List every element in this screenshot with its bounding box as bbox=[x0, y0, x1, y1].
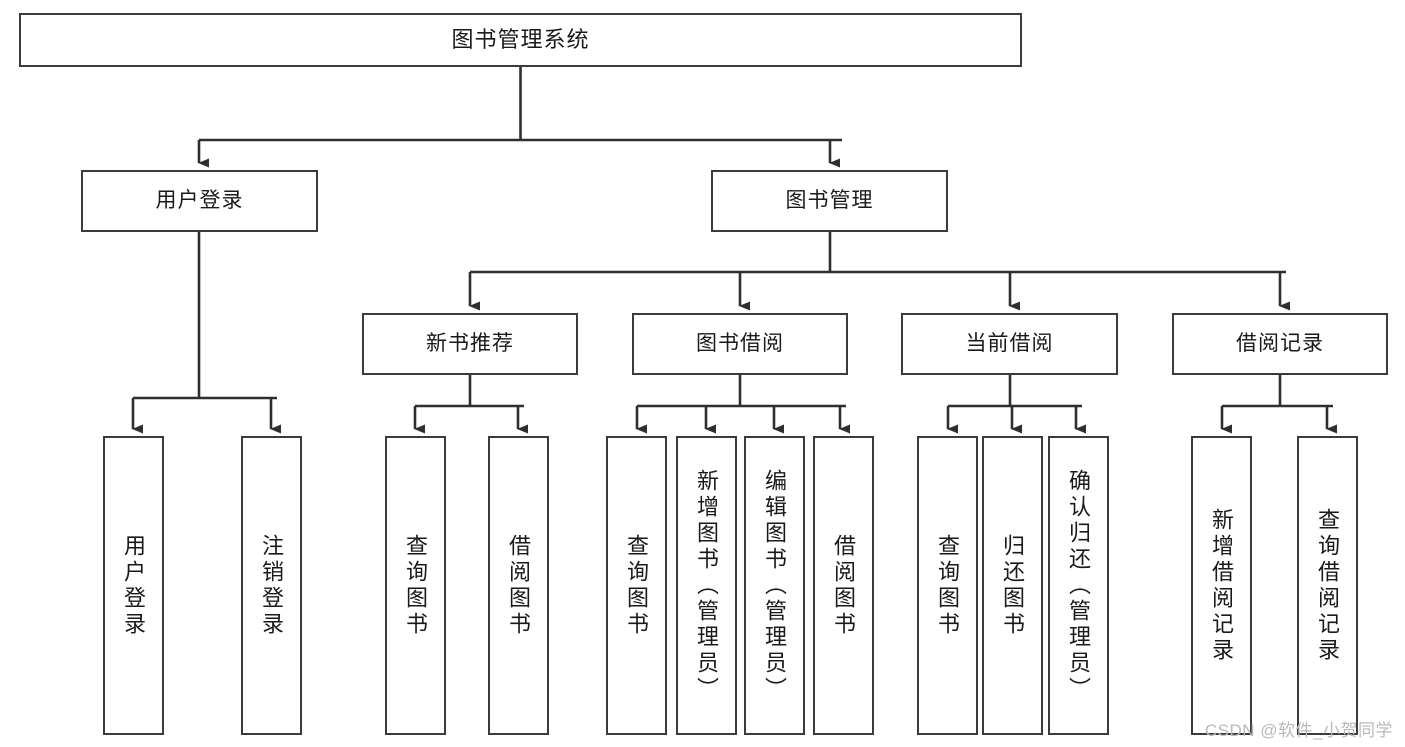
node-user-login[interactable]: 用户登录 bbox=[81, 170, 318, 232]
node-book-borrow[interactable]: 图书借阅 bbox=[632, 313, 848, 375]
node-borrow-record[interactable]: 借阅记录 bbox=[1172, 313, 1388, 375]
leaf-return-book[interactable]: 归还图书 bbox=[982, 436, 1043, 735]
leaf-confirm-return-admin[interactable]: 确认归还（管理员） bbox=[1048, 436, 1109, 735]
csdn-watermark: CSDN @软件_小贺同学 bbox=[1204, 721, 1393, 740]
leaf-borrow-book-recommend[interactable]: 借阅图书 bbox=[488, 436, 549, 735]
leaf-query-book-recommend[interactable]: 查询图书 bbox=[385, 436, 446, 735]
leaf-user-login[interactable]: 用户登录 bbox=[103, 436, 164, 735]
leaf-edit-book-admin[interactable]: 编辑图书（管理员） bbox=[744, 436, 805, 735]
leaf-query-book-current[interactable]: 查询图书 bbox=[917, 436, 978, 735]
leaf-add-borrow-record[interactable]: 新增借阅记录 bbox=[1191, 436, 1252, 735]
leaf-query-borrow-record[interactable]: 查询借阅记录 bbox=[1297, 436, 1358, 735]
node-book-management[interactable]: 图书管理 bbox=[711, 170, 948, 232]
leaf-logout-login[interactable]: 注销登录 bbox=[241, 436, 302, 735]
leaf-borrow-book[interactable]: 借阅图书 bbox=[813, 436, 874, 735]
node-new-book-recommend[interactable]: 新书推荐 bbox=[362, 313, 578, 375]
node-root-book-management-system[interactable]: 图书管理系统 bbox=[19, 13, 1022, 67]
leaf-query-book-borrow[interactable]: 查询图书 bbox=[606, 436, 667, 735]
node-current-borrow[interactable]: 当前借阅 bbox=[901, 313, 1118, 375]
leaf-add-book-admin[interactable]: 新增图书（管理员） bbox=[676, 436, 737, 735]
